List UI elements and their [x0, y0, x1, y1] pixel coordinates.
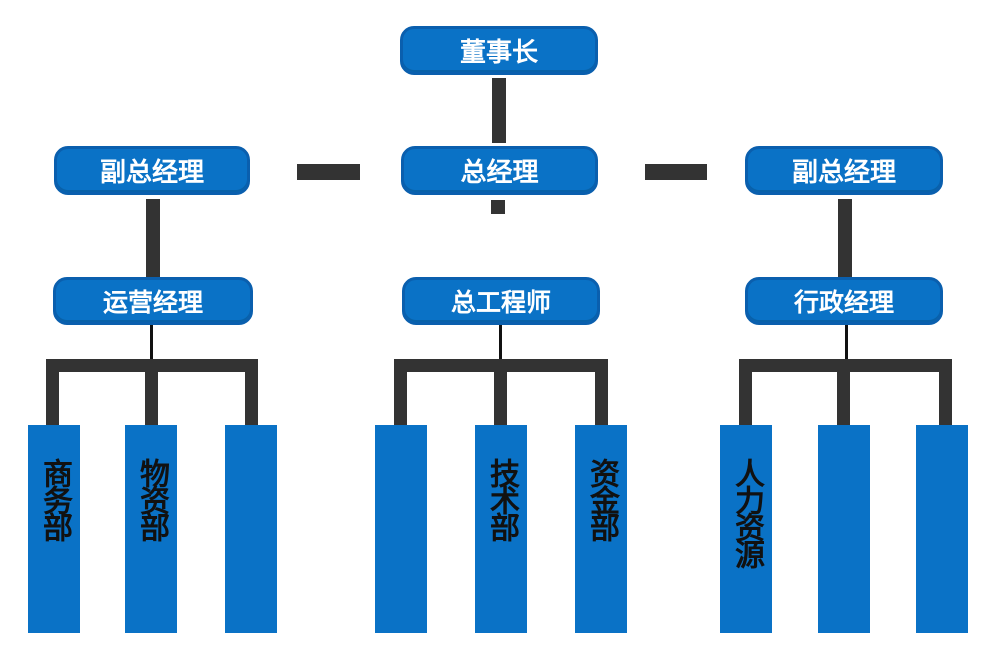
gm-label: 总经理	[460, 158, 539, 188]
department-label: 商务部	[37, 458, 72, 539]
deputy-gm-right-box: 副总经理	[745, 146, 943, 195]
drop-right-3	[939, 372, 952, 425]
chairman-box: 董事长	[400, 26, 598, 75]
admin-manager-box: 行政经理	[745, 277, 943, 325]
gm-box: 总经理	[401, 146, 598, 195]
distribution-line-left	[46, 359, 258, 372]
deputy-gm-left-box: 副总经理	[54, 146, 250, 195]
department-bar-commerce: 商务部	[28, 425, 80, 633]
connector-chairman-gm	[492, 78, 506, 143]
deputy-gm-right-label: 副总经理	[791, 158, 896, 188]
department-label: 资金部	[584, 458, 619, 539]
operations-manager-label: 运营经理	[102, 288, 203, 317]
drop-center-3	[595, 372, 608, 425]
chief-engineer-box: 总工程师	[402, 277, 600, 325]
department-bar-materials: 物资部	[125, 425, 177, 633]
stem-center	[499, 325, 502, 360]
department-label: 技术部	[484, 458, 519, 539]
drop-center-2	[494, 372, 507, 425]
distribution-line-center	[394, 359, 608, 372]
drop-right-2	[837, 372, 850, 425]
department-bar-empty-4	[916, 425, 968, 633]
stem-left	[150, 325, 153, 360]
department-bar-empty-3	[818, 425, 870, 633]
department-label: 物资部	[134, 458, 169, 539]
department-bar-human-resources: 人力资源	[720, 425, 772, 633]
distribution-line-right	[739, 359, 952, 372]
dash-left	[297, 164, 360, 180]
department-bar-funds: 资金部	[575, 425, 627, 633]
dash-right	[645, 164, 707, 180]
drop-left-2	[145, 372, 158, 425]
drop-left-3	[245, 372, 258, 425]
connector-deputy-left-manager	[146, 199, 160, 278]
drop-right-1	[739, 372, 752, 425]
department-bar-technology: 技术部	[475, 425, 527, 633]
drop-left-1	[46, 372, 59, 425]
connector-gm-stub	[491, 200, 505, 214]
department-label: 人力资源	[729, 458, 764, 566]
chairman-label: 董事长	[459, 38, 538, 68]
connector-deputy-right-manager	[838, 199, 852, 278]
operations-manager-box: 运营经理	[53, 277, 253, 325]
stem-right	[845, 325, 848, 360]
chief-engineer-label: 总工程师	[450, 288, 551, 317]
department-bar-empty-1	[225, 425, 277, 633]
deputy-gm-left-label: 副总经理	[99, 158, 204, 188]
drop-center-1	[394, 372, 407, 425]
department-bar-empty-2	[375, 425, 427, 633]
admin-manager-label: 行政经理	[793, 288, 894, 317]
